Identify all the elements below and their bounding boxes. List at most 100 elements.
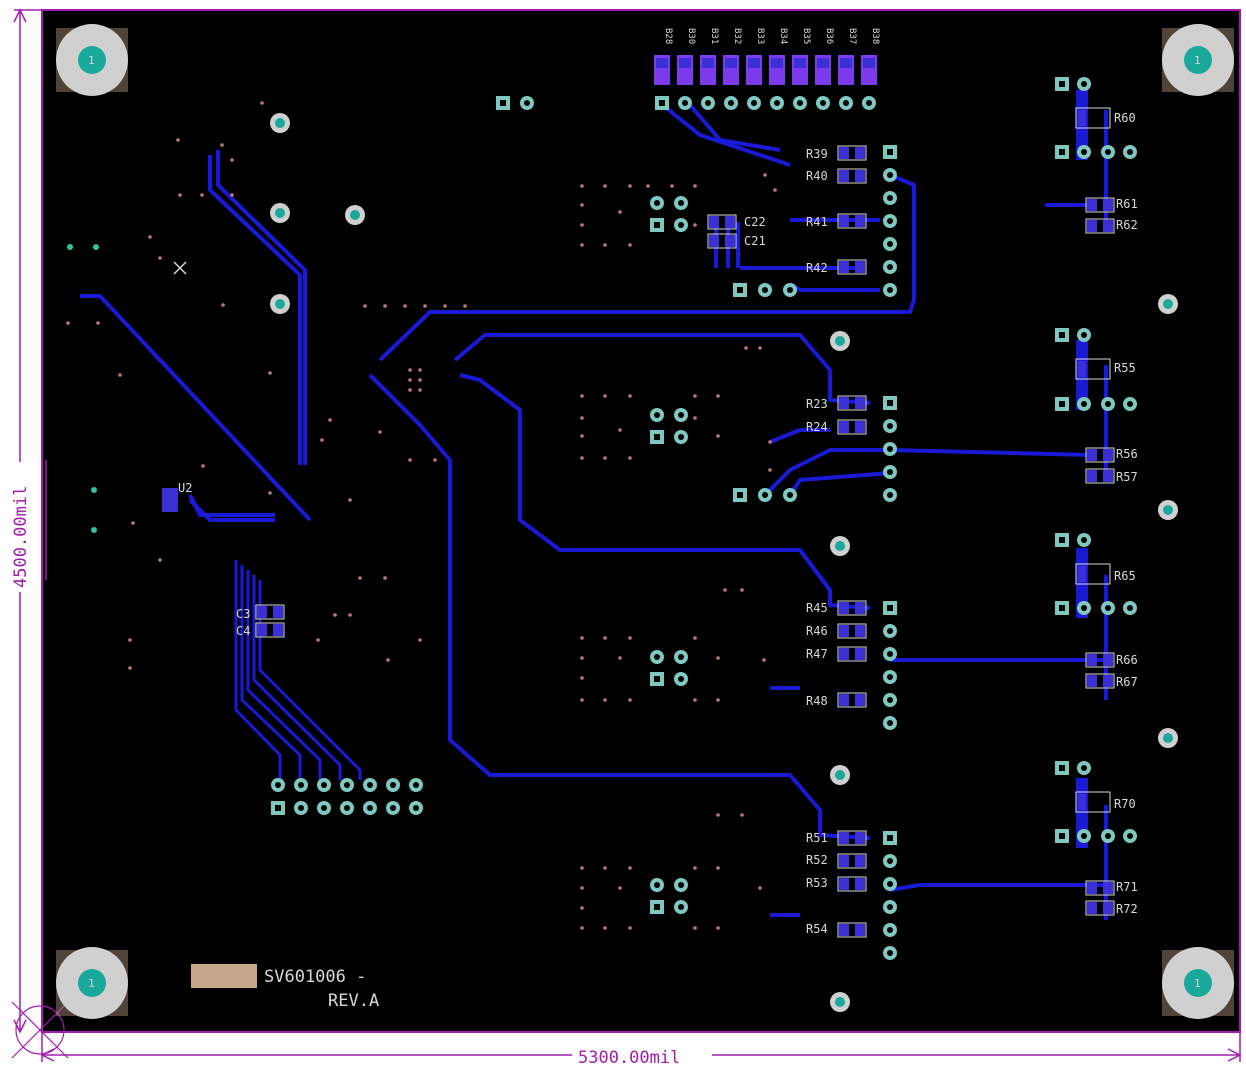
pad-drill — [1059, 765, 1065, 771]
smd-outline — [837, 623, 867, 639]
smd-pad — [855, 855, 865, 867]
smd-pad — [725, 216, 735, 228]
via-dot — [316, 638, 320, 642]
smd-pad — [257, 606, 267, 618]
pad-drill — [787, 287, 793, 293]
via-dot — [230, 193, 234, 197]
header-pin-label: B28 — [663, 28, 673, 44]
relay-outline — [1075, 107, 1111, 129]
label-c21: C21 — [744, 234, 766, 248]
pad-drill — [1081, 401, 1087, 407]
pad-drill — [737, 287, 743, 293]
via-dot — [418, 638, 422, 642]
via-dot — [603, 394, 607, 398]
pad-drill — [678, 904, 684, 910]
via-dot — [408, 378, 412, 382]
via-dot — [693, 416, 697, 420]
via-dot — [693, 636, 697, 640]
smd-outline — [1085, 218, 1115, 234]
via-dot — [580, 243, 584, 247]
relay-pad — [1078, 794, 1086, 810]
header-smd-pad-inner — [656, 58, 668, 68]
pad-drill — [887, 287, 893, 293]
via-dot — [580, 203, 584, 207]
smd-pad — [855, 924, 865, 936]
pad-drill — [887, 835, 893, 841]
via-dot — [580, 456, 584, 460]
via-dot — [348, 498, 352, 502]
large-via-core — [275, 299, 285, 309]
via-dot — [758, 886, 762, 890]
relay-pad — [1078, 110, 1086, 126]
label-r54: R54 — [806, 922, 828, 936]
smd-pad — [855, 261, 865, 273]
label-r61: R61 — [1116, 197, 1138, 211]
header-smd-pad-inner — [863, 58, 875, 68]
header-smd-pad-inner — [725, 58, 737, 68]
label-r57: R57 — [1116, 470, 1138, 484]
via-dot — [66, 321, 70, 325]
smd-pad — [855, 147, 865, 159]
pad-drill — [1081, 149, 1087, 155]
smd-outline — [837, 145, 867, 161]
smd-outline — [1085, 880, 1115, 896]
dimension-width-label: 5300.00mil — [578, 1048, 680, 1068]
smd-pad — [839, 421, 849, 433]
via-dot — [693, 698, 697, 702]
pad-drill — [275, 782, 281, 788]
via-dot — [463, 304, 467, 308]
smd-pad — [1087, 220, 1097, 232]
pad-drill — [887, 927, 893, 933]
pad-drill — [654, 882, 660, 888]
via-dot — [603, 926, 607, 930]
via-dot — [603, 456, 607, 460]
smd-pad — [1087, 470, 1097, 482]
via-dot — [443, 304, 447, 308]
smd-pad — [839, 397, 849, 409]
pad-drill — [887, 697, 893, 703]
pad-drill — [275, 805, 281, 811]
large-via-core — [275, 118, 285, 128]
pad-drill — [887, 628, 893, 634]
pad-drill — [1127, 401, 1133, 407]
smd-pad — [1087, 654, 1097, 666]
smd-pad — [1103, 882, 1113, 894]
pad-drill — [678, 654, 684, 660]
pad-drill — [367, 782, 373, 788]
label-c3: C3 — [236, 607, 250, 621]
pad-drill — [887, 492, 893, 498]
via-dot — [418, 378, 422, 382]
via-dot — [716, 394, 720, 398]
smd-pad — [1103, 902, 1113, 914]
via-dot — [348, 613, 352, 617]
smd-pad — [839, 602, 849, 614]
pad-drill — [887, 423, 893, 429]
pad-drill — [413, 805, 419, 811]
label-r45: R45 — [806, 601, 828, 615]
smd-pad — [855, 694, 865, 706]
via-dot — [408, 368, 412, 372]
via-dot — [670, 184, 674, 188]
via-dot — [131, 521, 135, 525]
via-dot — [693, 184, 697, 188]
label-r23: R23 — [806, 397, 828, 411]
via-dot — [716, 813, 720, 817]
via-dot — [580, 698, 584, 702]
label-r24: R24 — [806, 420, 828, 434]
fiducial-x-icon — [173, 261, 187, 275]
pad-drill — [762, 287, 768, 293]
smd-pad — [1103, 199, 1113, 211]
header-smd-pad-inner — [771, 58, 783, 68]
pad-drill — [887, 651, 893, 657]
header-smd-pad-inner — [679, 58, 691, 68]
pad-drill — [1059, 833, 1065, 839]
smd-pad — [839, 625, 849, 637]
via-dot — [128, 638, 132, 642]
pad-drill — [787, 492, 793, 498]
via-dot — [363, 304, 367, 308]
pad-drill — [1105, 833, 1111, 839]
smd-pad — [855, 625, 865, 637]
dimension-height-label: 4500.00mil — [11, 486, 31, 588]
via-dot — [693, 394, 697, 398]
smd-pad — [855, 421, 865, 433]
